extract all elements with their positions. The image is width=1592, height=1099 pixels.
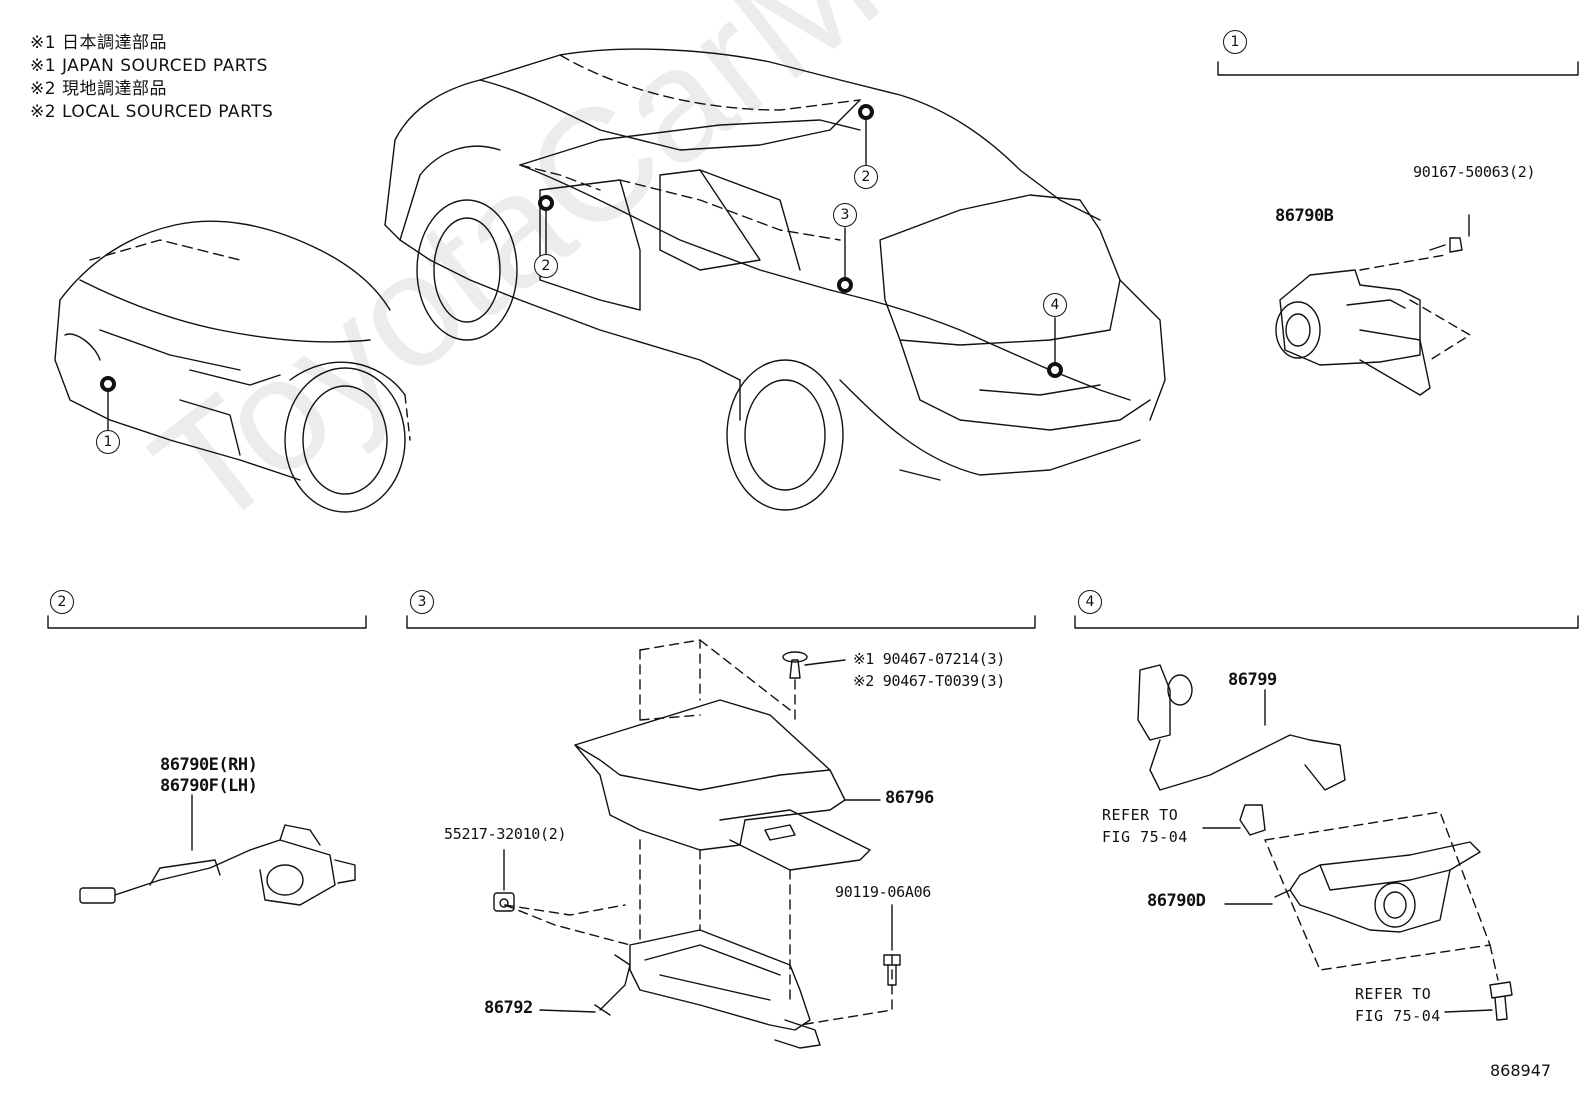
- refer-to-label-1: REFER TO: [1102, 806, 1179, 824]
- camera-86790d-drawing: [1224, 811, 1499, 981]
- screw-90119-drawing: [883, 904, 901, 986]
- camera-86790b-drawing: [1275, 214, 1471, 396]
- section-3-label[interactable]: 3: [410, 590, 434, 614]
- note-japan-en: ※1 JAPAN SOURCED PARTS: [30, 56, 268, 76]
- part-90167-50063[interactable]: 90167-50063(2): [1413, 163, 1536, 181]
- rear-car-illustration: [384, 48, 1166, 511]
- part-86790d[interactable]: 86790D: [1147, 891, 1206, 911]
- section-4-label[interactable]: 4: [1078, 590, 1102, 614]
- part-55217-32010[interactable]: 55217-32010(2): [444, 825, 567, 843]
- section-1-label[interactable]: 1: [1223, 30, 1247, 54]
- callout-1-car[interactable]: 1: [96, 430, 120, 454]
- screw-refer2-drawing: [1444, 981, 1513, 1021]
- part-86790f-lh[interactable]: 86790F(LH): [160, 776, 258, 796]
- section-2-label[interactable]: 2: [50, 590, 74, 614]
- callout-3-car[interactable]: 3: [833, 203, 857, 227]
- note-local-jp: ※2 現地調達部品: [30, 79, 167, 99]
- part-86796[interactable]: 86796: [885, 788, 934, 808]
- refer-fig-link-2[interactable]: FIG 75-04: [1355, 1007, 1441, 1025]
- part-86790e-rh[interactable]: 86790E(RH): [160, 755, 258, 775]
- front-car-illustration: [54, 220, 411, 513]
- note-local-en: ※2 LOCAL SOURCED PARTS: [30, 102, 274, 122]
- nut-55217-drawing: [493, 849, 515, 912]
- figure-number: 868947: [1490, 1061, 1552, 1080]
- callout-2-car-right[interactable]: 2: [854, 165, 878, 189]
- part-86799[interactable]: 86799: [1228, 670, 1277, 690]
- ecu-cover-86796-drawing: [574, 639, 881, 871]
- callout-2-car-left[interactable]: 2: [534, 254, 558, 278]
- clip-refer-drawing: [1202, 804, 1266, 836]
- part-86790b[interactable]: 86790B: [1275, 206, 1334, 226]
- part-90467-07214[interactable]: ※1 90467-07214(3): [853, 650, 1005, 668]
- ecu-86792-drawing: [504, 839, 893, 1049]
- callout-4-car[interactable]: 4: [1043, 293, 1067, 317]
- refer-fig-link-1[interactable]: FIG 75-04: [1102, 828, 1188, 846]
- part-90119-06a06[interactable]: 90119-06A06: [835, 883, 932, 901]
- wire-86799-drawing: [1137, 664, 1346, 791]
- part-90467-t0039[interactable]: ※2 90467-T0039(3): [853, 672, 1005, 690]
- note-japan-jp: ※1 日本調達部品: [30, 33, 167, 53]
- refer-to-label-2: REFER TO: [1355, 985, 1432, 1003]
- part-86792[interactable]: 86792: [484, 998, 533, 1018]
- camera-86790e-f-drawing: [79, 794, 356, 906]
